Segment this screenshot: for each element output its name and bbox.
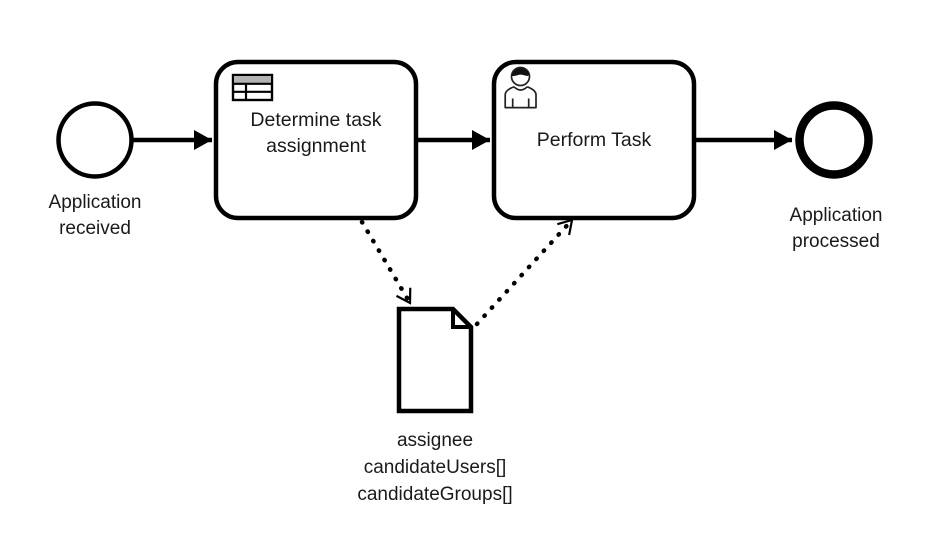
- data-object-label: assignee candidateUsers[] candidateGroup…: [335, 427, 535, 508]
- data-association-data-to-task2: [474, 217, 575, 327]
- task-perform-task: [491, 59, 697, 221]
- data-association-task1-to-data: [359, 219, 413, 306]
- start-event-label: Application received: [48, 192, 142, 239]
- data-object-shape: [396, 306, 474, 414]
- start-event-circle: [56, 101, 134, 179]
- end-event-circle: [795, 101, 873, 179]
- task1-label: Determine task assignment: [250, 109, 382, 157]
- data-object-label-line2: candidateUsers[]: [363, 457, 507, 478]
- task2-label: Perform Task: [536, 129, 652, 151]
- end-event-label: Application processed: [789, 205, 883, 252]
- business-rule-table-icon: [231, 73, 274, 102]
- user-icon: [504, 66, 537, 109]
- data-object-label-line3: candidateGroups[]: [357, 484, 513, 505]
- data-object-label-line1: assignee: [396, 430, 474, 451]
